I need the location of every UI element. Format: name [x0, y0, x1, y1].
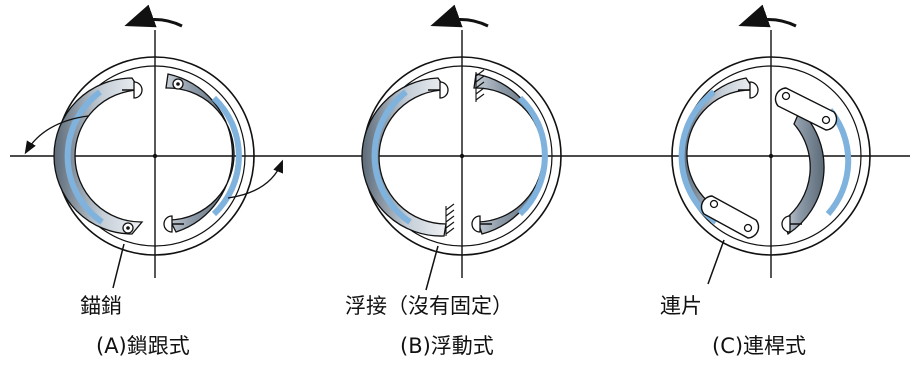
swing-arrow-right-a — [227, 159, 283, 199]
swing-arrow-left-a — [24, 115, 89, 155]
pointer-line-b — [425, 245, 439, 291]
rotation-arrow-icon-a — [124, 4, 183, 28]
wheel-cylinder-icon-a-top — [122, 81, 143, 99]
left-lining-b — [371, 89, 412, 225]
wheel-cylinder-icon-c-bottom — [781, 215, 802, 233]
center-dot-a — [152, 153, 158, 159]
drum-b — [361, 4, 562, 291]
floating-support-hatch-top-b — [475, 69, 485, 102]
link-plate-bottom-c — [700, 195, 760, 239]
rotation-arrow-icon-c — [738, 4, 797, 28]
caption-b: (B)浮動式 — [400, 334, 494, 358]
right-brake-shoe-b — [473, 73, 544, 235]
right-lining-c — [825, 108, 852, 216]
center-dot-b — [459, 153, 465, 159]
center-dot-c — [768, 153, 774, 159]
drum-outer-c — [671, 56, 871, 256]
wheel-cylinder-icon-b-bottom — [471, 215, 492, 233]
label-link-plate: 連片 — [660, 294, 702, 318]
left-lining-a — [64, 89, 104, 225]
wheel-cylinder-icon-c-top — [738, 81, 759, 99]
drum-a — [24, 4, 283, 289]
label-floating: 浮接（沒有固定） — [345, 294, 513, 318]
pointer-line-a — [112, 243, 125, 289]
caption-a: (A)鎖跟式 — [96, 334, 190, 358]
label-anchor-pin: 錨銷 — [80, 294, 122, 318]
caption-c: (C)連桿式 — [712, 334, 807, 358]
wheel-cylinder-icon-a-bottom — [163, 215, 184, 233]
drum-c — [671, 4, 871, 285]
right-lining-a — [211, 95, 242, 217]
right-lining-b — [517, 95, 548, 217]
rotation-arrow-icon-b — [430, 4, 489, 28]
pointer-line-c — [707, 239, 725, 285]
wheel-cylinder-icon-b-top — [428, 81, 449, 99]
link-plate-top-c — [774, 87, 838, 131]
right-brake-shoe-c — [783, 108, 825, 236]
floating-support-hatch-bottom-b — [445, 203, 455, 236]
